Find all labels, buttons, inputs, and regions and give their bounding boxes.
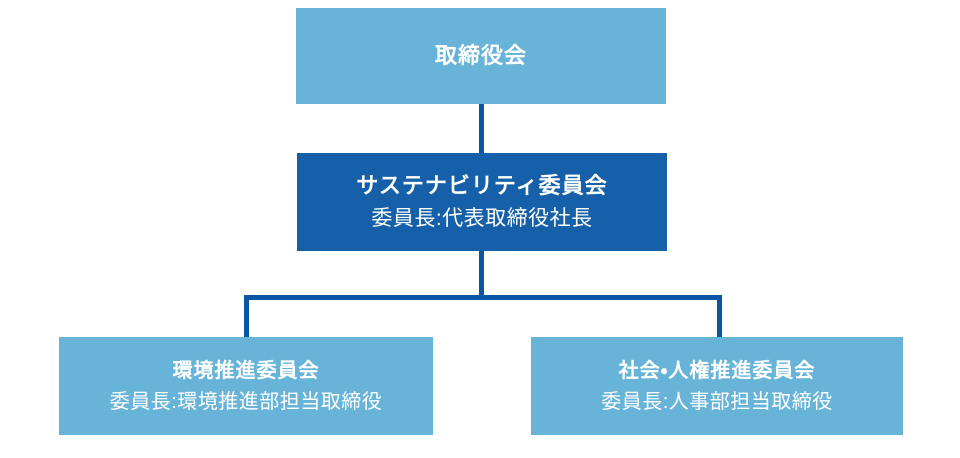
connector-drop-environment: [244, 295, 249, 337]
node-sustainability-committee: サステナビリティ委員会 委員長:代表取締役社長: [297, 153, 667, 251]
node-environment-committee: 環境推進委員会 委員長:環境推進部担当取締役: [59, 337, 433, 435]
node-social-title: 社会・人権推進委員会: [618, 359, 816, 382]
node-sustainability-chair: 委員長:代表取締役社長: [371, 207, 593, 231]
node-environment-chair: 委員長:環境推進部担当取締役: [109, 390, 383, 413]
connector-sustainability-stem: [479, 251, 484, 297]
node-environment-title: 環境推進委員会: [172, 359, 320, 382]
node-board-of-directors: 取締役会: [296, 8, 666, 104]
connector-drop-social: [717, 295, 722, 337]
node-social-human-rights-committee: 社会・人権推進委員会 委員長:人事部担当取締役: [531, 337, 903, 435]
node-board-title: 取締役会: [434, 42, 527, 68]
node-social-chair: 委員長:人事部担当取締役: [601, 390, 833, 413]
node-sustainability-title: サステナビリティ委員会: [356, 172, 608, 198]
connector-board-to-sustainability: [479, 104, 484, 153]
connector-horizontal-bar: [244, 295, 722, 300]
